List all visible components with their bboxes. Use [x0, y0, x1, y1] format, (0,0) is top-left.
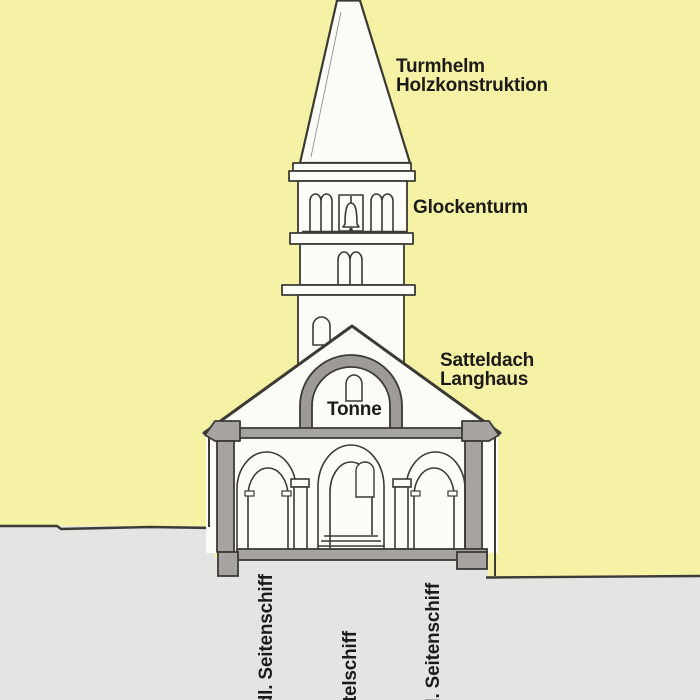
ground-right: [486, 577, 700, 700]
eaves-beam: [237, 427, 469, 439]
label-spire-line2: Holzkonstruktion: [396, 75, 548, 96]
arcade-pier-left: [293, 486, 308, 550]
eaves-structure: [204, 420, 500, 553]
label-nave-roof-line2: Langhaus: [440, 369, 529, 390]
ground: [0, 524, 700, 700]
label-north-aisle: nördl. Seitenschiff: [423, 583, 444, 700]
eaves-corner-left: [204, 420, 241, 442]
floor-and-foundations: [217, 548, 488, 577]
chancel-arch-outer: [317, 444, 385, 549]
tower-lower-cornice: [281, 284, 416, 296]
spire-shading-line: [310, 11, 342, 158]
label-bell-tower: Glockenturm: [413, 197, 528, 218]
ground-line-right: [485, 574, 700, 579]
floor-slab: [236, 548, 488, 561]
eaves-corner-right: [461, 420, 500, 442]
belfry-cornice: [289, 232, 414, 245]
aisle-arch-left-outer: [236, 451, 297, 549]
ground-line-left: [0, 524, 215, 531]
nave-interior: [236, 444, 466, 550]
label-central-nave: Mittelschiff: [340, 631, 361, 700]
label-nave-roof-line1: Satteldach: [440, 350, 535, 371]
outer-wall-right: [464, 440, 483, 553]
spire-collar-lower: [288, 170, 416, 182]
label-spire-line1: Turmhelm: [396, 56, 485, 77]
chancel-niche: [355, 461, 375, 498]
label-nave-roof: Satteldach Langhaus: [440, 351, 534, 389]
barrel-vault: [299, 354, 403, 432]
arcade-capital-left: [290, 478, 310, 488]
outer-wall-left: [216, 440, 235, 553]
label-south-aisle: südl. Seitenschiff: [256, 574, 277, 700]
spire: [298, 0, 412, 165]
spire-collar-upper: [292, 162, 412, 172]
aisle-capital-right-a: [410, 490, 421, 497]
bell: [342, 196, 360, 232]
tower-mid-twin-window: [337, 251, 363, 284]
tower-base-window: [312, 316, 331, 346]
bell-body: [342, 202, 360, 228]
foundation-left: [217, 551, 239, 577]
label-vault: Tonne: [327, 399, 382, 420]
arcade-pier-right: [394, 486, 409, 550]
belfry-twin-window-left: [309, 193, 333, 231]
label-spire: Turmhelm Holzkonstruktion: [396, 57, 548, 95]
belfry-twin-window-right: [370, 193, 394, 231]
tower-mid-storey: [299, 243, 405, 286]
aisle-capital-right-b: [447, 490, 458, 497]
ground-center: [213, 557, 488, 700]
aisle-arch-right-inner: [413, 467, 455, 549]
aisle-arch-left-inner: [247, 467, 289, 549]
vault-niche-window: [345, 374, 363, 402]
bell-clapper: [349, 227, 353, 232]
chancel-steps: [318, 535, 384, 547]
foundation-right: [456, 551, 488, 570]
arcade-capital-right: [392, 478, 412, 488]
ground-left: [0, 526, 214, 700]
aisle-arch-right-outer: [405, 451, 466, 549]
aisle-capital-left-b: [281, 490, 292, 497]
aisle-capital-left-a: [244, 490, 255, 497]
